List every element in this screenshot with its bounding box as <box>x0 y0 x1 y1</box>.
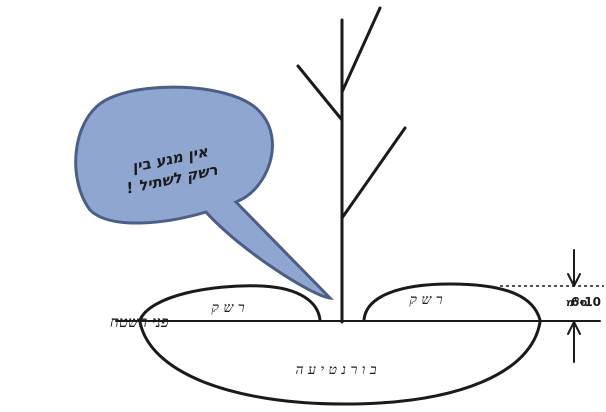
height-value: 6-10 <box>571 295 601 309</box>
ground-surface-label: פני השטח <box>110 313 169 331</box>
seedling <box>296 6 407 324</box>
mulch-mound-right <box>362 282 542 322</box>
height-dimension: 6-10 ס"מ <box>500 249 604 363</box>
seedling-branch <box>296 64 344 122</box>
planting-pit-label: ב ו ר נ ט י ע ה <box>295 362 376 378</box>
mulch-mound-left <box>138 284 322 322</box>
mulch-label-left: ר ש ק <box>211 300 244 316</box>
planting-pit-outline <box>138 320 542 406</box>
speech-bubble: אין מגע בין רשק לשתיל ! <box>74 85 335 300</box>
height-unit: ס"מ <box>566 296 587 309</box>
arrowhead-down-icon <box>567 273 581 287</box>
speech-bubble-shape <box>74 85 335 300</box>
seedling-branch <box>340 126 407 220</box>
arrowhead-up-icon <box>567 321 581 335</box>
seedling-branch <box>340 6 382 94</box>
mulch-label-right: ר ש ק <box>409 292 442 308</box>
